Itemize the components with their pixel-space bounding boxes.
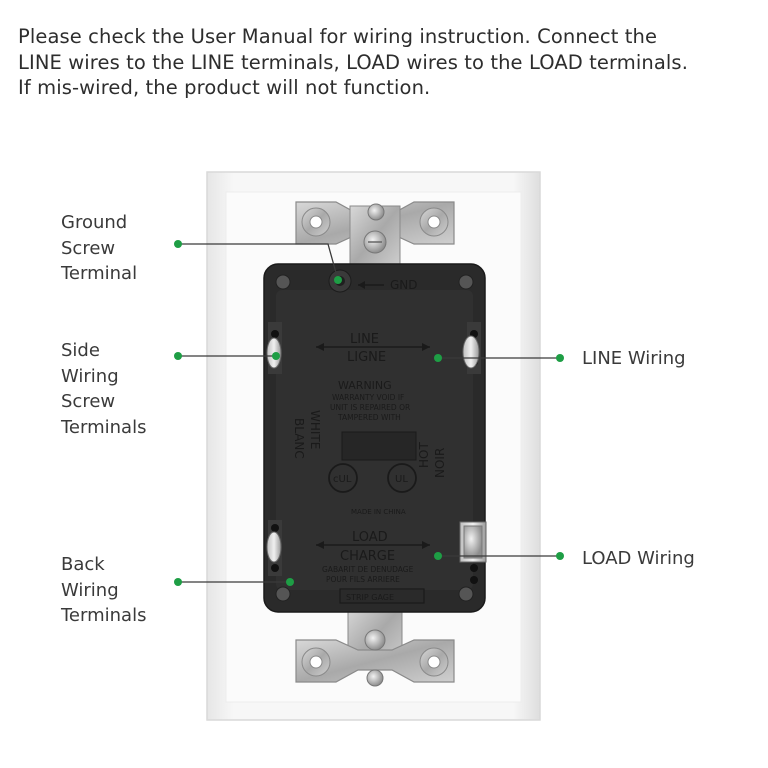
- bottom-mounting-strap: [295, 605, 455, 687]
- line-mark: LINE: [350, 332, 379, 347]
- line-wiring-label: LINE Wiring: [582, 346, 686, 372]
- warning-small-2: UNIT IS REPAIRED OR: [330, 403, 410, 412]
- warning-mark: WARNING: [338, 379, 392, 392]
- callout-leaders: [178, 243, 560, 583]
- back-label-line-1: Back: [61, 554, 105, 575]
- side-dot-left: [174, 352, 182, 360]
- gauge-mark-1: GABARIT DE DENUDAGE: [322, 565, 414, 574]
- gnd-mark: GND: [390, 278, 418, 292]
- ground-dot-right: [334, 276, 342, 284]
- ground-label-line-2: Screw: [61, 237, 116, 259]
- side-label-line-1: Side: [61, 340, 100, 361]
- instruction-line-1: Please check the User Manual for wiring …: [18, 25, 658, 48]
- callout-dots: [174, 240, 564, 586]
- side-screw-terminals: [266, 322, 487, 584]
- load-dot-right: [556, 552, 564, 560]
- load-dot-left: [434, 552, 442, 560]
- charge-mark: CHARGE: [340, 549, 395, 564]
- line-dot-right: [556, 354, 564, 362]
- side-wiring-screw-terminals-label: Side Wiring Screw Terminals: [61, 338, 146, 440]
- ligne-mark: LIGNE: [347, 350, 386, 365]
- load-mark: LOAD: [352, 530, 388, 545]
- load-wiring-label: LOAD Wiring: [582, 546, 695, 572]
- hot-mark: HOT: [417, 442, 431, 468]
- side-label-line-4: Terminals: [61, 416, 147, 438]
- warning-small-3: TAMPERED WITH: [337, 413, 401, 422]
- side-label-line-2: Wiring: [61, 365, 119, 387]
- back-dot-right: [286, 578, 294, 586]
- made-in-mark: MADE IN CHINA: [351, 508, 406, 516]
- back-wiring-terminals-label: Back Wiring Terminals: [61, 552, 146, 629]
- instruction-line-2: LINE wires to the LINE terminals, LOAD w…: [18, 50, 688, 74]
- ground-dot-left: [174, 240, 182, 248]
- instruction-text: Please check the User Manual for wiring …: [18, 24, 758, 101]
- ground-label-line-3: Terminal: [61, 263, 138, 284]
- line-dot-left: [434, 354, 442, 362]
- top-mounting-strap: [295, 201, 455, 269]
- cert-mark-cul: cUL: [333, 474, 352, 485]
- ground-screw-terminal-label: Ground Screw Terminal: [61, 210, 137, 287]
- blanc-mark: BLANC: [292, 418, 306, 459]
- cert-mark-ul: UL: [395, 474, 408, 485]
- back-dot-left: [174, 578, 182, 586]
- instruction-line-3: If mis-wired, the product will not funct…: [18, 76, 431, 99]
- back-label-line-3: Terminals: [61, 605, 147, 626]
- load-wiring-text: LOAD Wiring: [582, 548, 695, 569]
- ground-label-line-1: Ground: [61, 212, 128, 233]
- side-dot-right: [272, 352, 280, 360]
- receptacle-markings: GND LINE LIGNE WARNING WARRANTY VOID IF …: [292, 278, 447, 602]
- side-label-line-3: Screw: [61, 391, 116, 412]
- white-mark: WHITE: [308, 410, 322, 449]
- back-label-line-2: Wiring: [61, 579, 119, 601]
- line-wiring-text: LINE Wiring: [582, 348, 686, 369]
- noir-mark: NOIR: [433, 448, 447, 478]
- ground-leader: [178, 243, 339, 281]
- strip-gage-mark: STRIP GAGE: [346, 593, 394, 602]
- receptacle-back-body: [263, 263, 486, 613]
- gauge-mark-2: POUR FILS ARRIERE: [326, 575, 400, 584]
- warning-small-1: WARRANTY VOID IF: [332, 393, 404, 402]
